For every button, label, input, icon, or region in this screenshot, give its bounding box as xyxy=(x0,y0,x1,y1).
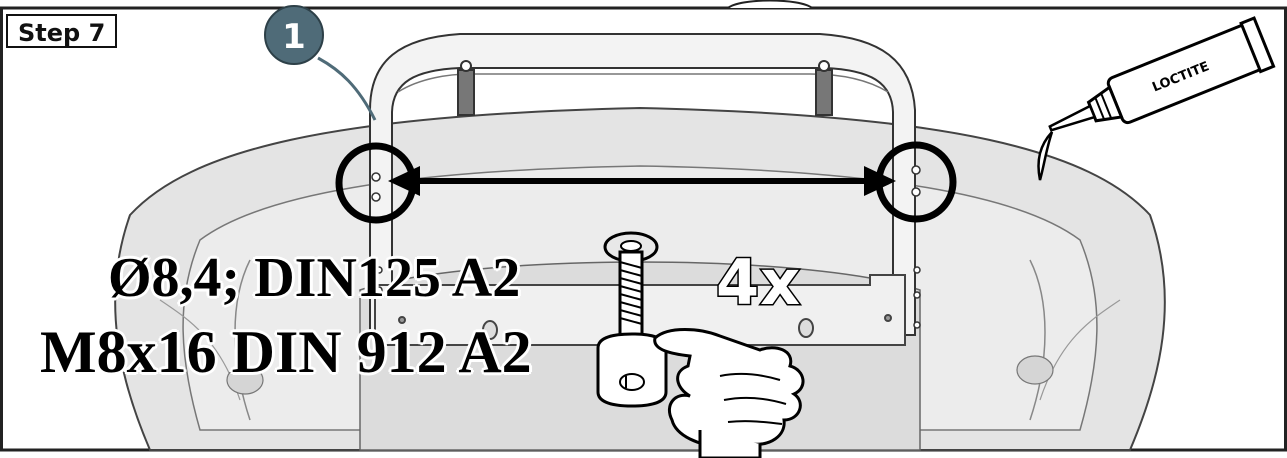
washer-spec-text: Ø8,4; DIN125 A2 xyxy=(108,247,521,309)
screw-icon xyxy=(596,231,668,408)
roll-bar xyxy=(369,33,916,336)
hand-pointer-icon xyxy=(653,328,805,458)
step-label: Step 7 xyxy=(6,14,118,48)
measurement-arrow-icon xyxy=(388,166,896,196)
top-cutout xyxy=(727,0,813,9)
callout-number-badge: 1 xyxy=(264,5,324,65)
quantity-label: 4x xyxy=(714,245,802,321)
mounting-holes xyxy=(371,165,921,329)
screw-spec-text: M8x16 DIN 912 A2 xyxy=(40,319,532,385)
glue-drop xyxy=(1037,131,1054,181)
callout-leader-line xyxy=(317,56,377,121)
loctite-tube-icon: LOCTITE xyxy=(1037,16,1276,181)
